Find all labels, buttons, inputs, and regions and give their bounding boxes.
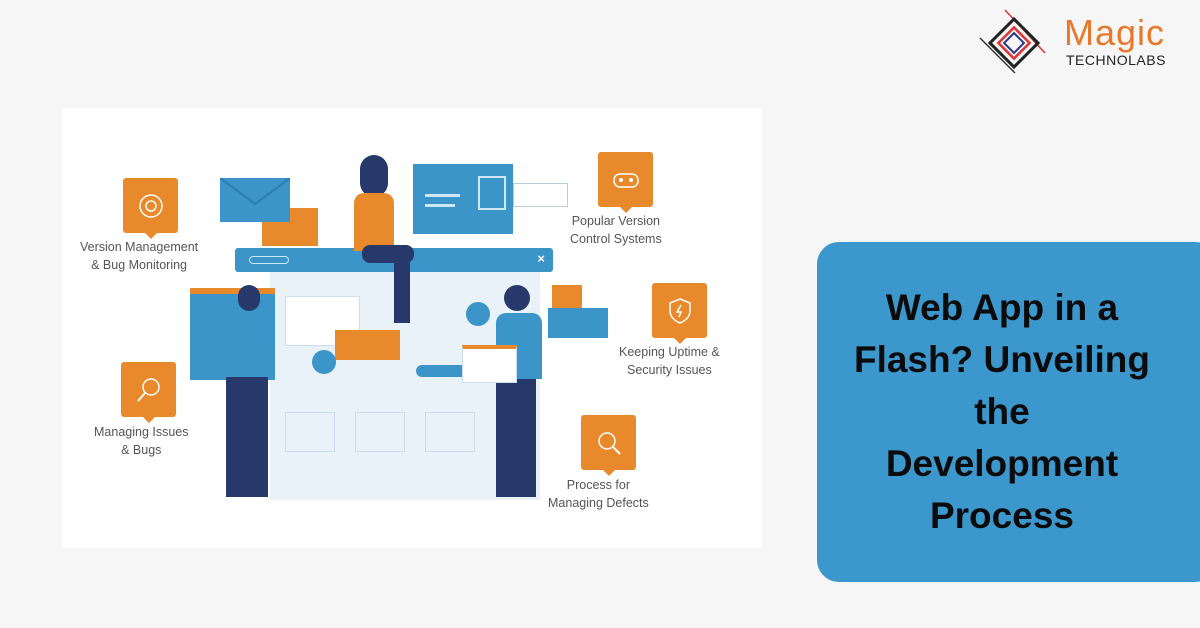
title-line: the (974, 391, 1030, 432)
content-card (285, 296, 360, 346)
tablet (462, 345, 517, 383)
orange-tab (552, 285, 582, 310)
bug-monitoring-badge-icon (123, 178, 178, 239)
dots-panel (548, 308, 608, 338)
label-managing-issues: Managing Issues& Bugs (94, 425, 189, 457)
title-line: Process (929, 495, 1074, 536)
person-left (218, 285, 278, 500)
title-line: Development (885, 443, 1119, 484)
user-icon (312, 350, 336, 374)
title-line: Web App in a (885, 287, 1119, 328)
shield-badge-icon (652, 283, 707, 344)
code-snippet (513, 183, 568, 207)
logo-mark-icon (979, 9, 1046, 74)
logo-subtitle: TECHNOLABS (1066, 52, 1166, 68)
cloud-upload-icon (466, 302, 490, 326)
code-search-badge-icon (121, 362, 176, 423)
close-icon: × (537, 251, 545, 266)
person-sitting (352, 155, 422, 325)
gamepad-badge-icon (598, 152, 653, 213)
page-title: Web App in a Flash? Unveiling the Develo… (854, 282, 1150, 542)
title-line: Flash? Unveiling (853, 339, 1151, 380)
orange-block (335, 330, 400, 360)
person-right (490, 285, 550, 500)
defect-search-badge-icon (581, 415, 636, 476)
envelope-blue-icon (219, 177, 291, 222)
title-card: Web App in a Flash? Unveiling the Develo… (817, 242, 1200, 582)
label-uptime-security: Keeping Uptime &Security Issues (619, 345, 720, 377)
window-panel (413, 164, 513, 234)
logo-brand: Magic (1064, 12, 1166, 53)
label-version-management: Version Management& Bug Monitoring (80, 240, 199, 272)
logo (975, 8, 1060, 78)
search-bar (416, 365, 476, 377)
